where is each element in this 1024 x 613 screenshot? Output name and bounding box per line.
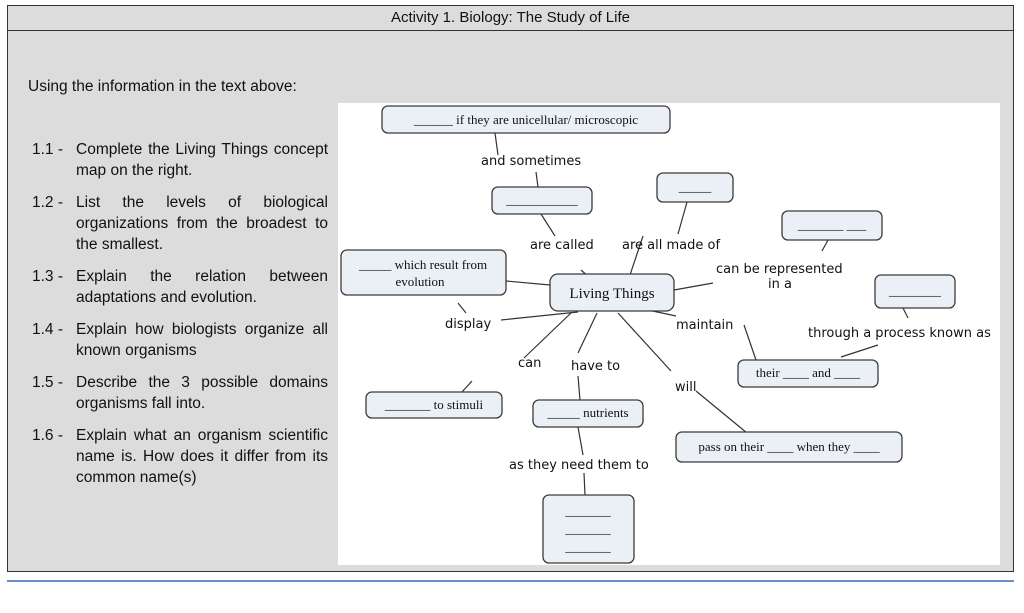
node-called: ___________ [491,186,593,215]
node-represented-text: _______ ___ [797,217,867,232]
node-nutrients-text: _____ nutrients [546,405,628,420]
connector-lines [457,132,909,496]
task-text: List the levels of biological organizati… [76,194,328,253]
link-can-be-represented: can be represented [716,262,843,277]
task-text: Describe the 3 possible domains organism… [76,374,328,412]
task-item: 1.4 - Explain how biologists organize all… [32,319,328,361]
node-needs-text-1: _______ [564,503,611,518]
task-number: 1.5 - [32,374,64,391]
node-made-of: _____ [656,172,734,203]
concept-map: ______ if they are unicellular/ microsco… [340,105,991,564]
intro-text: Using the information in the text above: [28,78,297,95]
node-made-of-text: _____ [678,179,712,194]
node-adaptation-text-1: _____ which result from [358,257,487,272]
link-will: will [675,380,696,395]
node-process-text: ________ [888,283,942,298]
node-their-and-text: their ____ and ____ [756,365,861,380]
task-item: 1.5 - Describe the 3 possible domains org… [32,372,328,414]
node-stimuli-text: _______ to stimuli [384,397,484,412]
link-have-to: have to [571,359,620,374]
node-pass-on-text: pass on their ____ when they ____ [698,439,880,454]
link-and-sometimes: and sometimes [481,154,581,169]
task-item: 1.2 - List the levels of biological organ… [32,192,328,255]
link-are-called: are called [530,238,594,253]
node-their-and: their ____ and ____ [737,359,879,388]
center-node-text: Living Things [569,286,654,302]
task-item: 1.6 - Explain what an organism scientific… [32,425,328,488]
link-maintain: maintain [676,318,733,333]
node-living-things: Living Things [549,273,675,312]
link-as-they-need-them-to: as they need them to [509,458,649,473]
task-text: Explain the relation between adaptations… [76,268,328,306]
node-unicellular-text: ______ if they are unicellular/ microsco… [413,112,638,127]
task-item: 1.3 - Explain the relation between adapta… [32,266,328,308]
task-text: Complete the Living Things concept map o… [76,141,328,179]
task-number: 1.1 - [32,141,64,158]
link-are-all-made-of: are all made of [622,238,720,253]
node-nutrients: _____ nutrients [532,399,644,428]
node-unicellular: ______ if they are unicellular/ microsco… [381,105,671,134]
task-number: 1.3 - [32,268,64,285]
task-text: Explain what an organism scientific name… [76,427,328,486]
task-list: 1.1 - Complete the Living Things concept … [32,139,328,499]
task-item: 1.1 - Complete the Living Things concept … [32,139,328,181]
node-needs-text-2: _______ [564,521,611,536]
link-through-a-process: through a process known as [808,326,991,341]
node-adaptation: _____ which result from evolution [340,249,507,296]
node-represented: _______ ___ [781,210,883,241]
node-pass-on: pass on their ____ when they ____ [675,431,903,463]
node-adaptation-text-2: evolution [395,274,445,289]
node-called-text: ___________ [505,192,578,207]
footer-divider [7,580,1014,582]
link-can: can [518,356,541,371]
task-number: 1.2 - [32,194,64,211]
node-stimuli: _______ to stimuli [365,391,503,419]
node-needs-text-3: _______ [564,539,611,554]
task-text: Explain how biologists organize all know… [76,321,328,359]
node-needs: _______ _______ _______ [542,494,635,564]
link-in-a: in a [768,277,792,292]
task-number: 1.4 - [32,321,64,338]
node-process: ________ [874,274,956,309]
link-display: display [445,317,491,332]
activity-title: Activity 1. Biology: The Study of Life [8,6,1013,31]
task-number: 1.6 - [32,427,64,444]
